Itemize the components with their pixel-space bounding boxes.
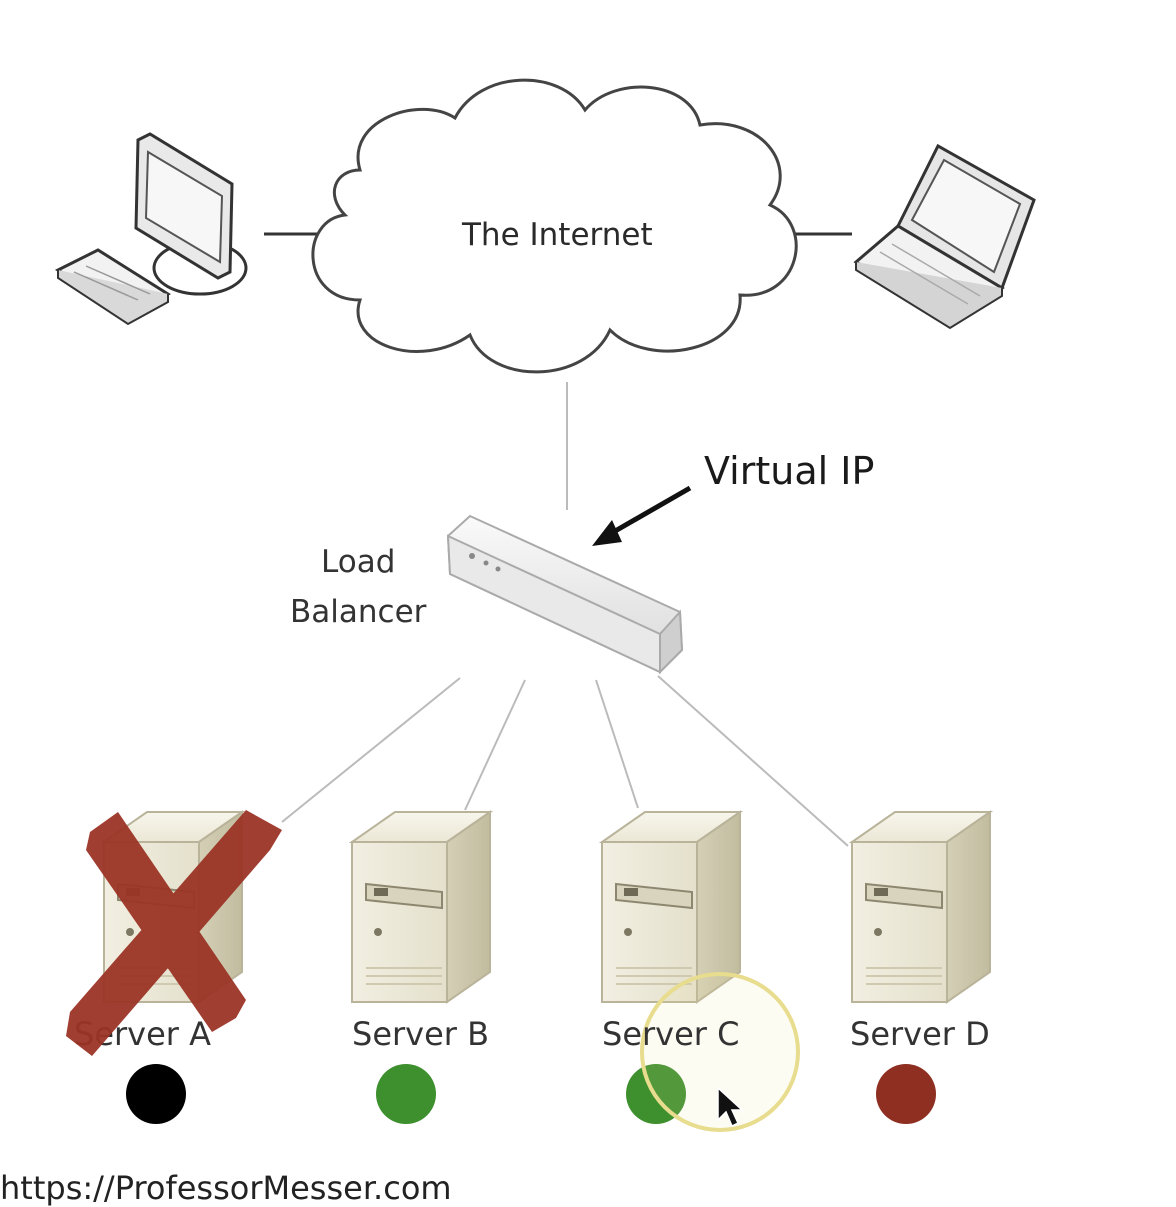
load-balancer-label: Load Balancer [290, 537, 426, 637]
link-server-d [657, 675, 849, 847]
load-balancer-label-line-2: Balancer [290, 594, 427, 630]
mouse-pointer-icon [717, 1086, 744, 1128]
load-balancer-icon [446, 514, 684, 675]
cloud-label: The Internet [462, 217, 653, 253]
load-balancer-label-line-1: Load [321, 544, 396, 580]
footer-url: https://ProfessorMesser.com [0, 1169, 452, 1207]
server-a-label: Server A [74, 1015, 211, 1053]
link-server-a [281, 677, 461, 823]
server-d-status-dot [876, 1064, 936, 1124]
server-d-icon [851, 811, 991, 1003]
virtual-ip-label: Virtual IP [704, 449, 875, 493]
cursor-highlight-ring [640, 972, 800, 1132]
internet-cloud-icon [311, 78, 798, 374]
server-b-status-dot [376, 1064, 436, 1124]
server-b-label: Server B [352, 1015, 490, 1053]
server-a-status-dot [126, 1064, 186, 1124]
desktop-computer-icon [54, 132, 248, 326]
laptop-icon [853, 143, 1036, 330]
virtual-ip-arrow-icon [592, 485, 692, 546]
server-d-label: Server D [850, 1015, 990, 1053]
link-server-c [595, 679, 639, 809]
server-b-icon [351, 811, 491, 1003]
link-server-b [464, 679, 526, 811]
server-c-label: Server C [602, 1015, 740, 1053]
server-a-icon [103, 811, 243, 1003]
